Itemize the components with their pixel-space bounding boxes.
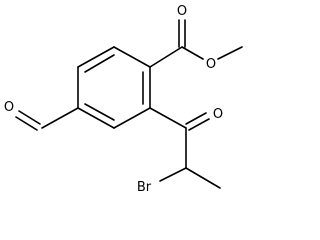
ring-bond — [77, 46, 115, 68]
chemical-structure-diagram: O O O O Br — [4, 4, 243, 195]
ketone-double-bond — [188, 118, 210, 131]
bromopropanoyl-group: O Br — [137, 107, 223, 195]
methyl-ester-group: O O — [149, 4, 243, 72]
ring-bond — [113, 46, 151, 68]
aldehyde-oxygen-label: O — [4, 100, 14, 115]
aldehyde-double-bond — [15, 116, 38, 131]
ring-double-bond-inner — [84, 54, 115, 73]
ketone-double-bond — [185, 112, 207, 125]
benzene-ring — [77, 46, 151, 129]
ring-double-bond-inner — [84, 103, 115, 121]
methyl-bond — [185, 167, 221, 189]
aldehyde-double-bond — [18, 110, 41, 125]
aldehyde-group: O — [4, 100, 79, 131]
ester-ether-oxygen-label: O — [206, 57, 216, 72]
bromine-bond — [159, 167, 187, 182]
ester-carbonyl-oxygen-label: O — [177, 4, 187, 19]
ketone-oxygen-label: O — [213, 107, 223, 122]
ester-carbon-bond — [149, 46, 183, 68]
ketone-carbon-bond — [149, 107, 187, 129]
methoxy-bond — [217, 46, 243, 60]
ester-oxygen-bond — [181, 46, 204, 60]
aldehyde-carbon-bond — [41, 107, 79, 129]
bromine-label: Br — [137, 180, 152, 195]
ring-bond — [77, 107, 115, 129]
ring-bond — [113, 107, 151, 129]
